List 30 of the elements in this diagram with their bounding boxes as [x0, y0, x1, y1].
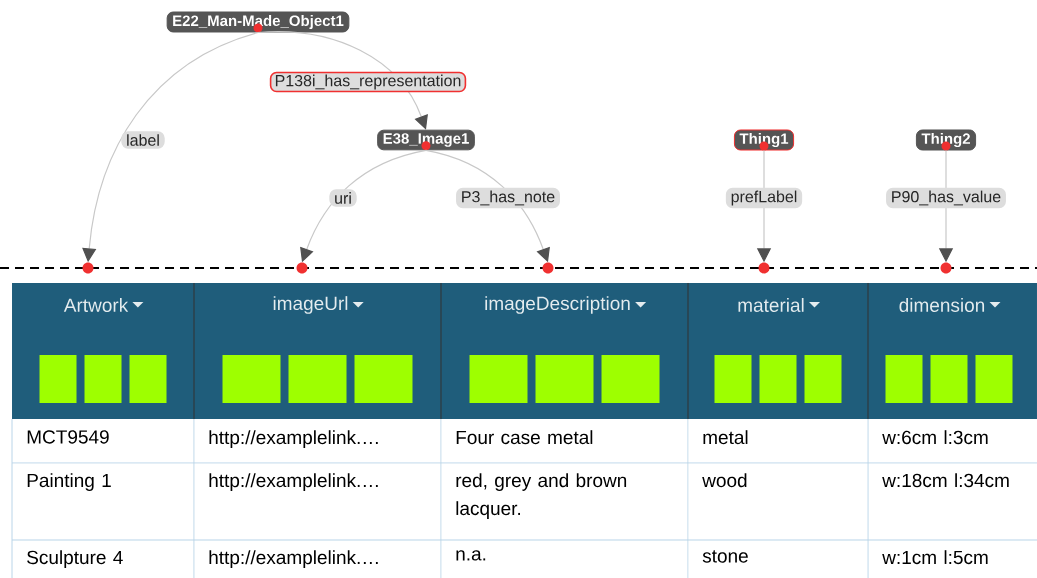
table-cell-text: http://examplelink.… — [209, 473, 378, 491]
table-cell-text: w:6cm l:3cm — [882, 430, 988, 445]
edge-label: label — [121, 131, 165, 149]
edge-label: P138i_has_representation — [269, 71, 467, 93]
class-node: Thing2 — [915, 129, 977, 151]
table-cell-text: metal — [703, 430, 748, 445]
table-cell-text: red, grey and brown lacquer. — [456, 473, 627, 519]
table-cell-text: Painting 1 — [27, 473, 111, 491]
table-cell-text: w:18cm l:34cm — [882, 473, 1009, 488]
edge-label: prefLabel — [725, 187, 803, 209]
table-cell-text: http://examplelink.… — [209, 430, 378, 448]
edge-label: P3_has_note — [456, 187, 560, 209]
table-cell-text: Four case metal — [456, 430, 593, 445]
table-cell-text: stone — [702, 550, 748, 563]
class-node: E38_Image1 — [377, 129, 475, 151]
table-cell-text: w:1cm l:5cm — [882, 550, 988, 565]
table-cell-text: Sculpture 4 — [27, 550, 123, 568]
table-cell-text: http://examplelink.… — [209, 550, 378, 568]
class-node: E22_Man-Made_Object1 — [166, 11, 350, 33]
table-cell-text: MCT9549 — [27, 430, 109, 444]
table-cell-text: n.a. — [456, 550, 486, 561]
column-header: imageUrl — [273, 296, 348, 314]
class-node: Thing1 — [733, 129, 795, 151]
column-header: imageDescription — [485, 296, 630, 314]
column-header: Artwork — [63, 298, 129, 312]
edge-label: P90_has_value — [886, 187, 1006, 209]
table-cell-text: wood — [702, 473, 747, 488]
column-header: dimension — [899, 298, 985, 312]
column-header: material — [738, 298, 804, 312]
edge-label: uri — [329, 189, 357, 207]
